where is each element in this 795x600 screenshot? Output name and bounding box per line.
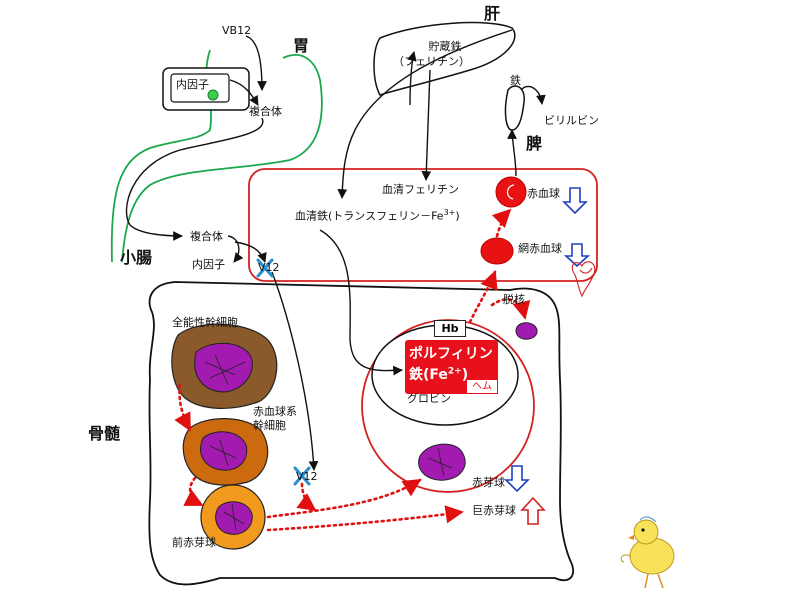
complex-label-bottom: 複合体 [190,230,223,243]
iron-fe-label: 鉄(Fe2+) [409,366,469,383]
spleen-label: 脾 [526,134,543,153]
proerythroblast-label: 前赤芽球 [172,536,216,549]
rbc-label: 赤血球 [527,187,560,200]
reticulocyte-cell [480,237,514,265]
pluripotent-stem-cell [171,323,278,409]
chick-mascot-icon [620,516,675,589]
serum-iron-label: 血清鉄(トランスフェリン－Fe3+) [295,208,460,223]
erythroid-stem-cell [182,418,269,486]
globin-label: グロビン [407,392,451,405]
bilirubin-label: ビリルビン [544,114,599,127]
enucleation-label: 脱核 [503,293,525,306]
down-arrow-icon [504,465,530,493]
serum-ferritin-label: 血清フェリチン [382,183,459,196]
spleen-shape [504,85,525,131]
pluripotent-stem-cell-label: 全能性幹細胞 [172,316,238,329]
extruded-nucleus [515,322,538,340]
spleen-iron-label: 鉄 [510,74,521,87]
small-intestine-label: 小腸 [120,248,153,267]
heme-label: ヘム [466,379,498,394]
blood-compartment [248,168,598,282]
heart-icon [571,261,596,298]
porphyrin-label: ポルフィリン [409,346,493,362]
up-arrow-icon [520,496,546,525]
proerythroblast-cell [200,484,266,550]
stored-iron-label: 貯蔵鉄 [428,40,462,53]
intrinsic-factor-cell [162,67,250,111]
bone-marrow-label: 骨髄 [88,424,121,443]
pathway-arrows [125,29,546,471]
stomach-label: 胃 [293,36,310,55]
maturation-arrows [174,208,531,532]
v12-label-mid: V12 [258,261,280,274]
v12-label-low: V12 [296,470,318,483]
erythroid-stem-cell-label-2: 幹細胞 [253,419,286,432]
erythroblast-label: 赤芽球 [472,476,505,489]
x-cross-icon [293,466,311,486]
bone-marrow-outline [148,281,575,586]
ferritin-paren-label: （フェリチン） [393,55,470,68]
liver-label: 肝 [484,4,501,23]
down-arrow-icon [562,187,588,215]
hb-label: Hb [434,320,466,337]
intrinsic-factor-label: 内因子 [176,78,209,91]
down-arrow-icon [563,243,591,268]
intrinsic-factor-label-bottom: 内因子 [192,258,225,271]
x-cross-icon [256,258,274,278]
vb12-label-top: VB12 [222,24,252,37]
erythroid-stem-cell-label-1: 赤血球系 [253,405,297,418]
rbc-cell [495,176,527,208]
complex-label-top: 複合体 [249,105,282,118]
reticulocyte-label: 網赤血球 [518,242,562,255]
erythroblast-nucleus [418,443,466,481]
megaloblast-label: 巨赤芽球 [472,504,516,517]
